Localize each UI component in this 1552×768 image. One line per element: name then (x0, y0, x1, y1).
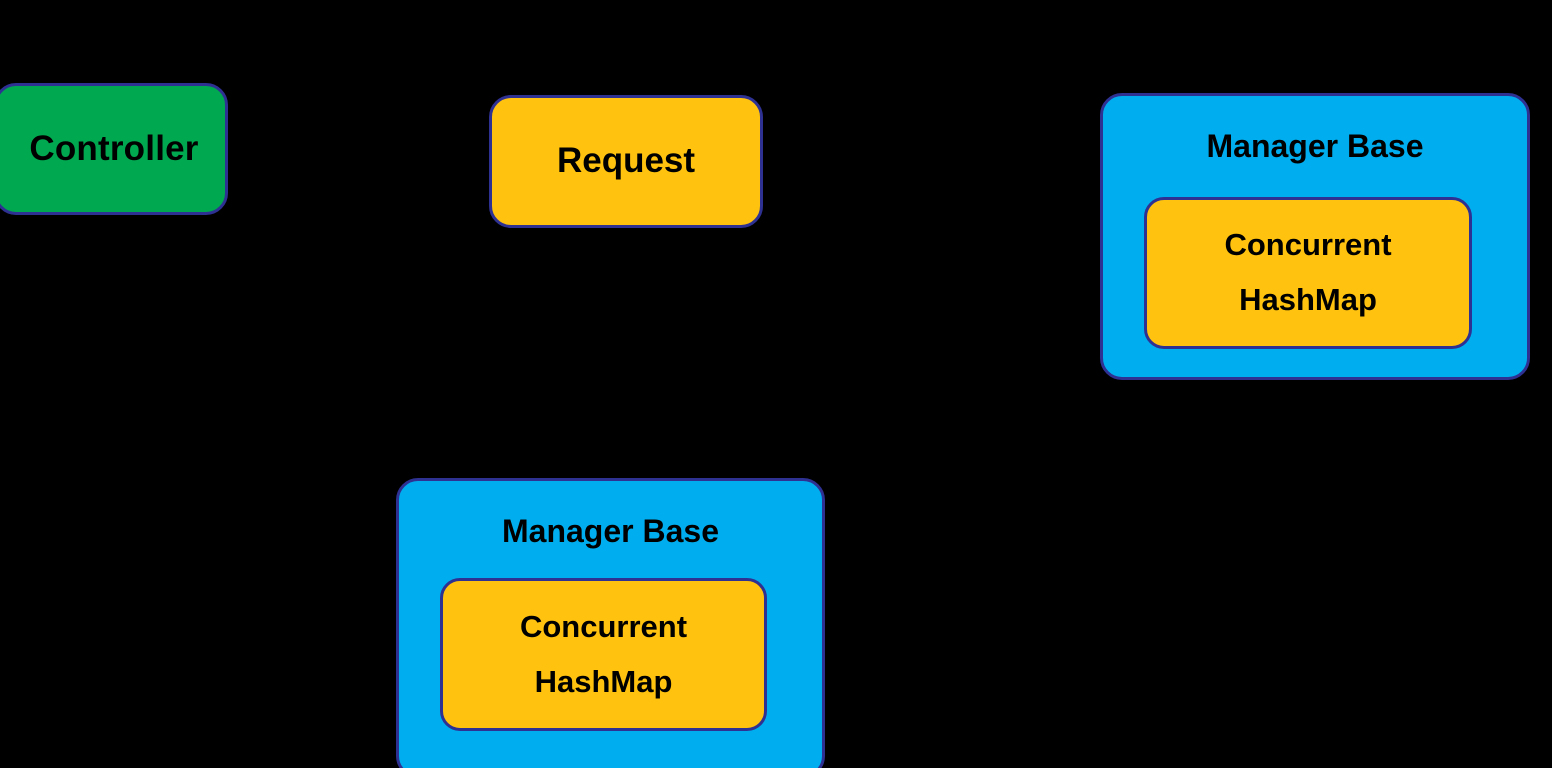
node-concurrent-hashmap-right[interactable]: Concurrent HashMap (1144, 197, 1472, 349)
node-request[interactable]: Request (489, 95, 763, 228)
concurrent-hashmap-right-line-2: HashMap (1239, 282, 1377, 317)
node-controller[interactable]: Controller (0, 83, 228, 215)
node-concurrent-hashmap-bottom[interactable]: Concurrent HashMap (440, 578, 767, 731)
concurrent-hashmap-bottom-line-2: HashMap (534, 663, 673, 699)
node-manager-base-right[interactable]: Manager Base Concurrent HashMap (1100, 93, 1530, 380)
concurrent-hashmap-bottom-line-1: Concurrent (519, 608, 688, 644)
node-manager-base-bottom[interactable]: Manager Base Concurrent HashMap (396, 478, 825, 768)
node-controller-label: Controller (29, 128, 199, 168)
node-request-label: Request (556, 141, 696, 181)
concurrent-hashmap-right-line-1: Concurrent (1224, 227, 1392, 263)
node-manager-base-bottom-label: Manager Base (502, 513, 719, 549)
node-manager-base-right-label: Manager Base (1206, 128, 1424, 164)
